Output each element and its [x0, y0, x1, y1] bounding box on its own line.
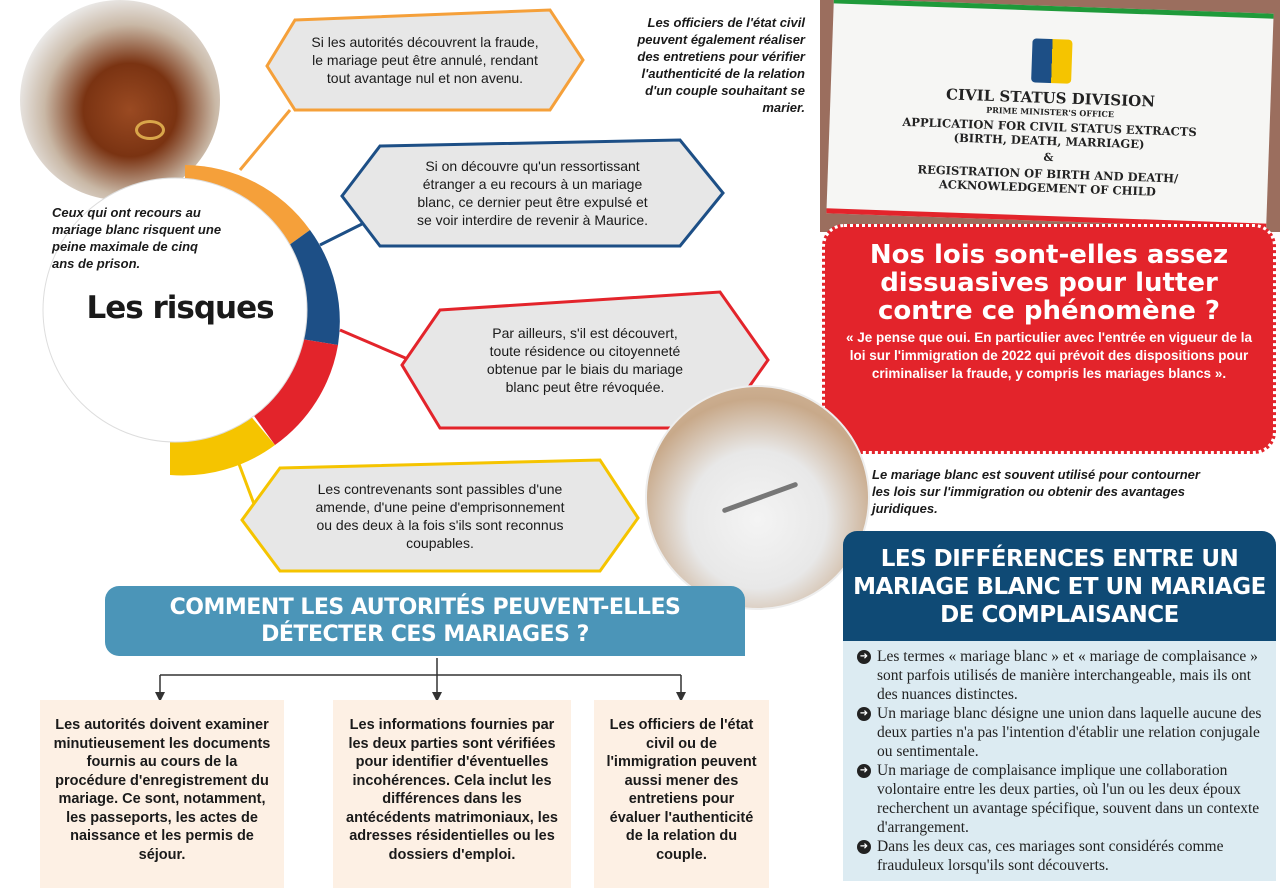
- detect-box-3: Les officiers de l'état civil ou de l'im…: [594, 700, 769, 888]
- arrow-circle-icon: ➜: [857, 707, 871, 721]
- difference-item: ➜Un mariage blanc désigne une union dans…: [857, 704, 1264, 761]
- question-box: Nos lois sont-elles assez dissuasives po…: [822, 224, 1276, 454]
- hands-caption: Le mariage blanc est souvent utilisé pou…: [872, 467, 1200, 516]
- detect-box-1: Les autorités doivent examiner minutieus…: [40, 700, 284, 888]
- difference-item: ➜Les termes « mariage blanc » et « maria…: [857, 647, 1264, 704]
- detect-banner: COMMENT LES AUTORITÉS PEUVENT-ELLES DÉTE…: [105, 586, 745, 656]
- question-title: Nos lois sont-elles assez dissuasives po…: [869, 240, 1229, 326]
- hands-signing-photo: [645, 385, 870, 610]
- detect-arrows: [155, 658, 686, 702]
- detect-title: COMMENT LES AUTORITÉS PEUVENT-ELLES DÉTE…: [169, 595, 681, 647]
- risks-wheel: [42, 165, 340, 476]
- question-quote: « Je pense que oui. En particulier avec …: [845, 330, 1253, 381]
- risk-item-3: Par ailleurs, s'il est découvert, toute …: [400, 290, 770, 430]
- differences-panel: ➜Les termes « mariage blanc » et « maria…: [843, 641, 1276, 881]
- difference-item: ➜Dans les deux cas, ces mariages sont co…: [857, 837, 1264, 875]
- risks-caption: Ceux qui ont recours au mariage blanc ri…: [52, 205, 222, 271]
- difference-item: ➜Un mariage de complaisance implique une…: [857, 761, 1264, 837]
- risk-item-1: Si les autorités découvrent la fraude, l…: [265, 8, 585, 112]
- differences-title: LES DIFFÉRENCES ENTRE UN MARIAGE BLANC E…: [853, 546, 1266, 628]
- civil-status-sign-photo: CIVIL STATUS DIVISION PRIME MINISTER'S O…: [820, 0, 1280, 232]
- differences-header: LES DIFFÉRENCES ENTRE UN MARIAGE BLANC E…: [843, 531, 1276, 641]
- arrow-circle-icon: ➜: [857, 650, 871, 664]
- coat-of-arms-icon: [1031, 38, 1073, 84]
- detect-box-2: Les informations fournies par les deux p…: [333, 700, 571, 888]
- risk-item-4: Les contrevenants sont passibles d'une a…: [240, 458, 640, 573]
- risks-title: Les risques: [86, 290, 274, 326]
- arrow-circle-icon: ➜: [857, 840, 871, 854]
- risk-item-2: Si on découvre qu'un ressortissant étran…: [340, 138, 725, 248]
- arrow-circle-icon: ➜: [857, 764, 871, 778]
- top-caption: Les officiers de l'état civil peuvent ég…: [637, 15, 805, 115]
- ring-icon: [135, 120, 165, 140]
